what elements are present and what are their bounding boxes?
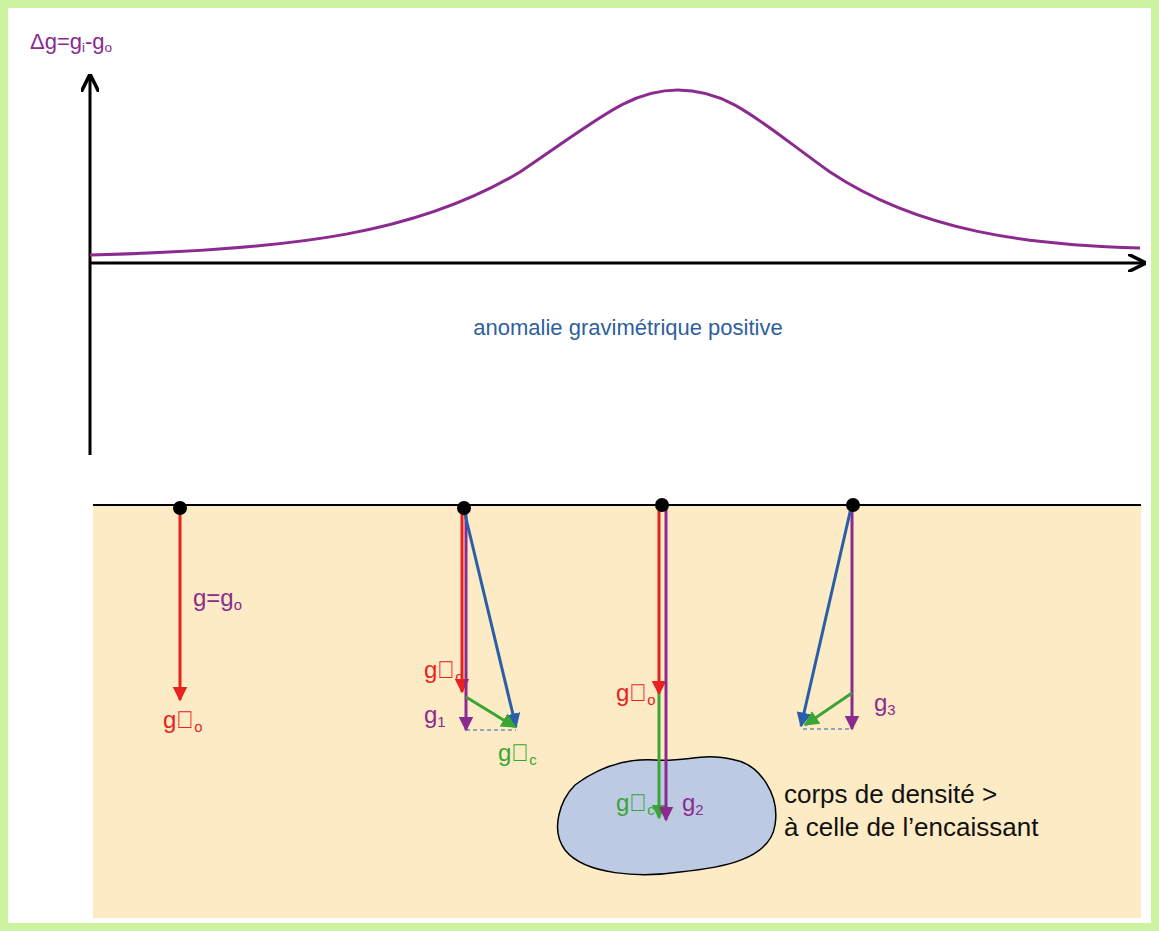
- y-axis: [89, 76, 92, 455]
- body-note: corps de densité > à celle de l’encaissa…: [784, 778, 1038, 843]
- station-dot: [846, 498, 860, 512]
- vector-label: g⃗o: [163, 705, 203, 735]
- vector-label: g=go: [193, 583, 242, 613]
- x-axis: [90, 262, 1144, 265]
- body-attraction-vector: [658, 694, 661, 818]
- resultant-vector: [801, 508, 851, 726]
- vector-label: g3: [874, 688, 896, 718]
- ground: [93, 505, 1141, 918]
- background: [8, 8, 1151, 923]
- construction-line: [466, 730, 516, 731]
- gravity-vector: [851, 507, 854, 729]
- axis-title: Δg=gi-go: [30, 28, 112, 56]
- vector-label: g⃗c: [616, 788, 655, 818]
- anomaly-curve: [90, 90, 1140, 255]
- gravity-vector: [179, 510, 182, 700]
- station-dot: [173, 501, 187, 515]
- station-dot: [457, 501, 471, 515]
- vector-label: g⃗o: [616, 678, 656, 708]
- vector-label: g2: [682, 788, 704, 818]
- gravity-vector: [658, 507, 661, 694]
- ground-surface: [93, 504, 1141, 506]
- vector-label: g1: [424, 700, 446, 730]
- station-dot: [655, 498, 669, 512]
- body-attraction-vector: [805, 693, 852, 725]
- vector-label: g⃗o: [424, 655, 464, 685]
- chart-caption: anomalie gravimétrique positive: [473, 314, 782, 342]
- resultant-vector: [464, 510, 516, 727]
- gravity-vector: [461, 510, 464, 692]
- vector-label: g⃗c: [498, 738, 537, 768]
- gravity-vector: [665, 507, 668, 820]
- construction-line: [803, 729, 852, 730]
- body-attraction-vector: [466, 697, 515, 727]
